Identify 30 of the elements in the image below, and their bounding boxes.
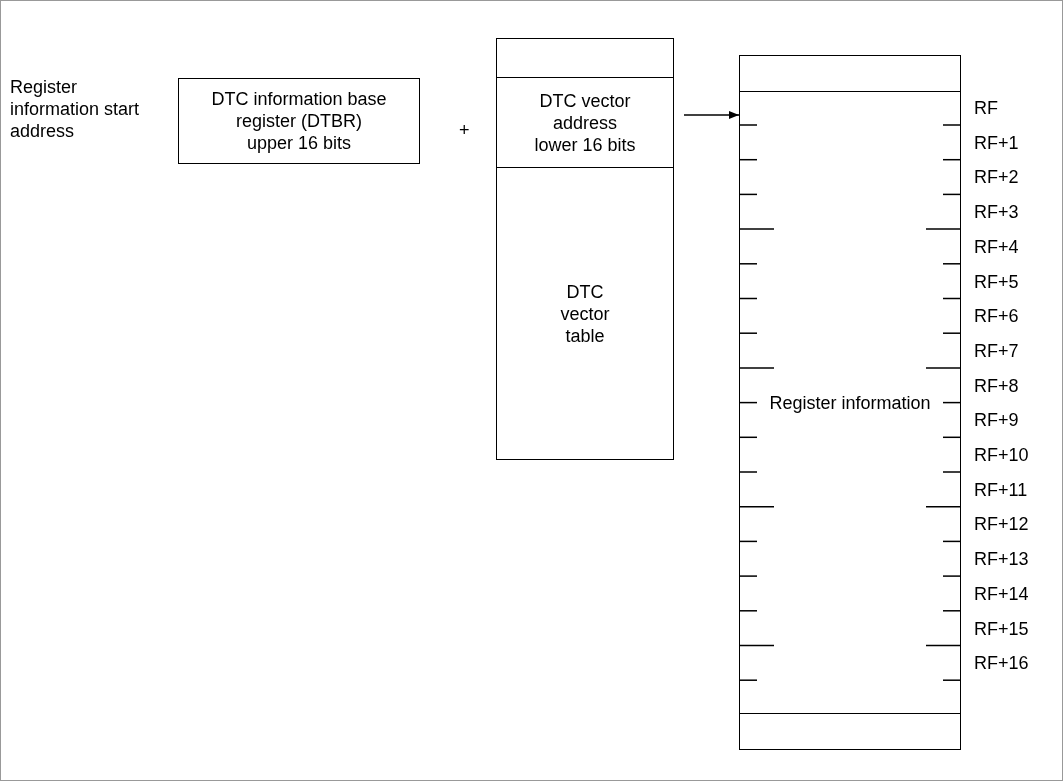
offset-label: RF+13 (974, 548, 1029, 571)
empty-cell (496, 38, 674, 78)
offset-label: RF (974, 97, 998, 119)
offset-label: RF+7 (974, 339, 1019, 362)
node-text: DTC vector address lower 16 bits (533, 89, 637, 156)
register-box (178, 78, 420, 164)
offset-label: RF+12 (974, 513, 1029, 536)
empty-cell (739, 55, 961, 92)
arrow (683, 111, 740, 119)
offset-label: RF+8 (974, 374, 1019, 397)
offset-label: RF+10 (974, 444, 1029, 466)
node-text: Register information (769, 391, 931, 414)
empty-cell (739, 713, 961, 750)
register-box (496, 167, 674, 460)
offset-label: RF+16 (974, 652, 1029, 675)
offset-label: RF+1 (974, 131, 1019, 154)
offset-label: RF+11 (974, 478, 1028, 501)
offset-label: RF+5 (974, 270, 1019, 293)
offset-label: RF+9 (974, 409, 1019, 432)
offset-label: RF+6 (974, 305, 1019, 328)
node-text: DTC vector table (559, 280, 611, 347)
address-label: Register information start address (10, 76, 141, 142)
plus-sign: + (459, 119, 470, 141)
offset-label: RF+3 (974, 201, 1019, 224)
offset-label: RF+14 (974, 582, 1029, 605)
offset-label: RF+4 (974, 235, 1019, 258)
node-text: DTC information base register (DTBR) upper 16 bits (211, 88, 387, 154)
offset-label: RF+15 (974, 617, 1029, 640)
register-box (496, 77, 674, 168)
offset-label: RF+2 (974, 166, 1019, 189)
